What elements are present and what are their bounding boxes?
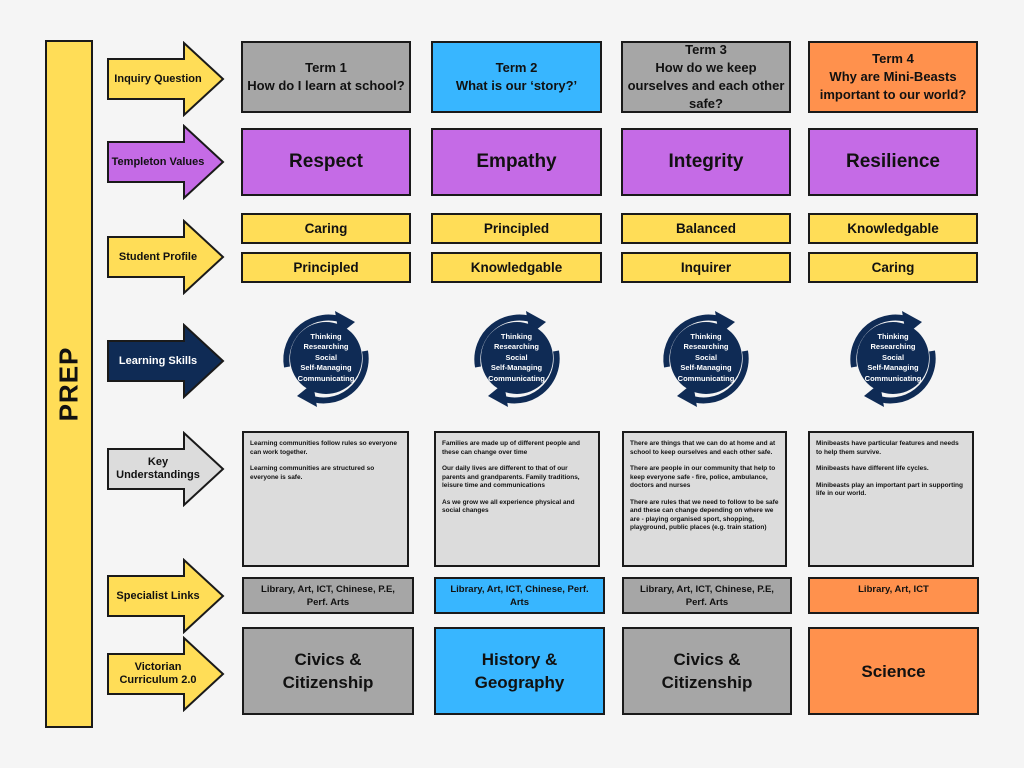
student-profile-attribute: Knowledgable [808,213,978,244]
prep-side-bar: PREP [45,40,93,728]
term-title: Term 4 [872,51,914,66]
specialist-links-box-term-2: Library, Art, ICT, Chinese, Perf. Arts [434,577,605,614]
understanding-text: There are people in our community that h… [630,465,776,489]
learning-skill: Thinking [690,331,722,341]
learning-skill: Social [314,352,338,362]
arrow-victorian-curriculum: Victorian Curriculum 2.0 [106,636,226,712]
understanding-text: Minibeasts have particular features and … [816,440,959,456]
curriculum-box-term-1: Civics & Citizenship [242,627,414,715]
student-profile-attribute: Principled [431,213,602,244]
learning-skill: Social [505,352,528,362]
understanding-text: There are things that we can do at home … [630,440,776,456]
inquiry-question: How do we keep ourselves and each other … [627,60,785,111]
curriculum-box-term-4: Science [808,627,979,715]
student-profile-attribute: Caring [808,252,978,283]
value-box-term-3: Integrity [621,128,791,196]
understanding-text: As we grow we all experience physical an… [442,498,575,515]
inquiry-question: What is our ‘story?’ [455,78,578,93]
key-understandings-box-term-1: Learning communities follow rules so eve… [242,431,409,567]
understanding-text: There are rules that we need to follow t… [630,498,779,532]
arrow-student-profile: Student Profile [106,219,226,295]
understanding-text: Minibeasts play an important part in sup… [816,481,963,498]
understanding-text: Learning communities follow rules so eve… [250,440,398,456]
learning-skill: Social [881,352,905,362]
row-label: Victorian Curriculum 2.0 [119,661,197,686]
learning-skill: Researching [870,342,916,352]
student-profile-attribute: Balanced [621,213,791,244]
row-label: Student Profile [118,250,198,263]
key-understandings-box-term-3: There are things that we can do at home … [622,431,787,567]
learning-skill: Communicating [488,373,545,383]
value-box-term-1: Respect [241,128,411,196]
arrow-key-understandings: Key Understandings [106,431,226,507]
learning-skill: Self-Managing [490,363,543,373]
inquiry-box-term-2: Term 2 What is our ‘story?’ [431,41,602,113]
arrow-specialist-links: Specialist Links [106,558,226,634]
key-understandings-box-term-4: Minibeasts have particular features and … [808,431,974,567]
student-profile-attribute: Caring [241,213,411,244]
learning-skill: Researching [303,342,349,352]
inquiry-box-term-4: Term 4 Why are Mini-Beasts important to o… [808,41,978,113]
learning-skill: Thinking [877,331,909,341]
learning-skill: Self-Managing [300,363,352,373]
row-label: Learning Skills [118,354,198,367]
specialist-links-box-term-1: Library, Art, ICT, Chinese, P.E, Perf. A… [242,577,414,614]
student-profile-attribute: Principled [241,252,411,283]
prep-label: PREP [53,346,84,422]
arrow-inquiry-question: Inquiry Question [106,41,226,117]
inquiry-box-term-1: Term 1 How do I learn at school? [241,41,411,113]
learning-skill: Researching [683,342,729,352]
value-box-term-2: Empathy [431,128,602,196]
learning-skill: Self-Managing [867,363,919,373]
inquiry-question: How do I learn at school? [247,78,405,93]
understanding-text: Learning communities are structured so e… [250,465,375,481]
understanding-text: Families are made up of different people… [442,440,580,456]
term-title: Term 2 [495,60,538,75]
inquiry-question: Why are Mini-Beasts important to our wor… [819,69,967,102]
specialist-links-box-term-3: Library, Art, ICT, Chinese, P.E, Perf. A… [622,577,792,614]
understanding-text: Minibeasts have different life cycles. [816,465,929,472]
learning-skill: Communicating [677,373,735,383]
specialist-links-box-term-4: Library, Art, ICT [808,577,979,614]
key-understandings-box-term-2: Families are made up of different people… [434,431,600,567]
learning-skill: Researching [493,342,540,352]
value-box-term-4: Resilience [808,128,978,196]
student-profile-attribute: Knowledgable [431,252,602,283]
row-label: Templeton Values [111,155,205,168]
term-title: Term 1 [305,60,347,75]
learning-skill: Thinking [500,331,533,341]
curriculum-box-term-2: History & Geography [434,627,605,715]
curriculum-box-term-3: Civics & Citizenship [622,627,792,715]
learning-skill: Communicating [864,373,922,383]
inquiry-box-term-3: Term 3 How do we keep ourselves and each … [621,41,791,113]
term-title: Term 3 [685,42,727,57]
student-profile-attribute: Inquirer [621,252,791,283]
row-label: Key Understandings [116,456,200,481]
understanding-text: Our daily lives are different to that of… [442,465,580,489]
learning-skill: Thinking [310,331,342,341]
learning-skill: Self-Managing [680,363,732,373]
arrow-templeton-values: Templeton Values [106,124,226,200]
arrow-learning-skills: Learning Skills [106,323,226,399]
learning-skill: Communicating [297,373,355,383]
row-label: Inquiry Question [114,72,202,85]
learning-skill: Social [694,352,718,362]
row-label: Specialist Links [116,589,200,602]
